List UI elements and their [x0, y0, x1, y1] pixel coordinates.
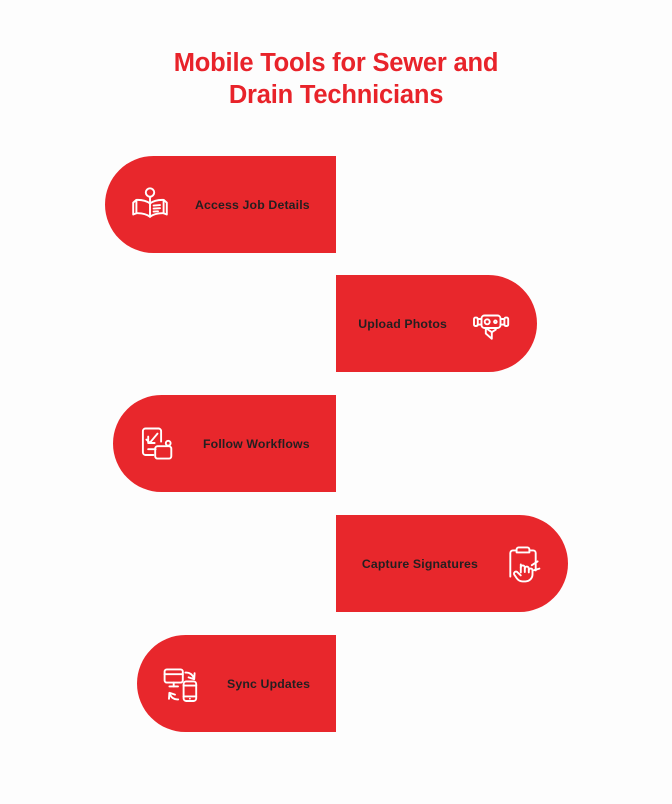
list-item-label: Follow Workflows — [203, 436, 310, 451]
list-item-label: Sync Updates — [227, 676, 311, 691]
checklist-document-icon — [135, 421, 181, 467]
list-item[interactable]: Sync Updates — [137, 635, 336, 732]
video-camera-icon — [469, 301, 515, 347]
sync-devices-icon — [159, 661, 205, 707]
list-item[interactable]: Access Job Details — [105, 156, 336, 253]
list-item-label: Upload Photos — [358, 316, 447, 331]
list-item-label: Capture Signatures — [361, 556, 478, 571]
list-item[interactable]: Upload Photos — [336, 275, 537, 372]
list-item[interactable]: Capture Signatures — [336, 515, 568, 612]
list-item[interactable]: Follow Workflows — [113, 395, 336, 492]
list-item-label: Access Job Details — [195, 197, 310, 212]
page-title: Mobile Tools for Sewer and Drain Technic… — [173, 49, 499, 109]
clipboard-signature-hand-icon — [500, 541, 546, 587]
person-reading-book-icon — [127, 182, 173, 228]
